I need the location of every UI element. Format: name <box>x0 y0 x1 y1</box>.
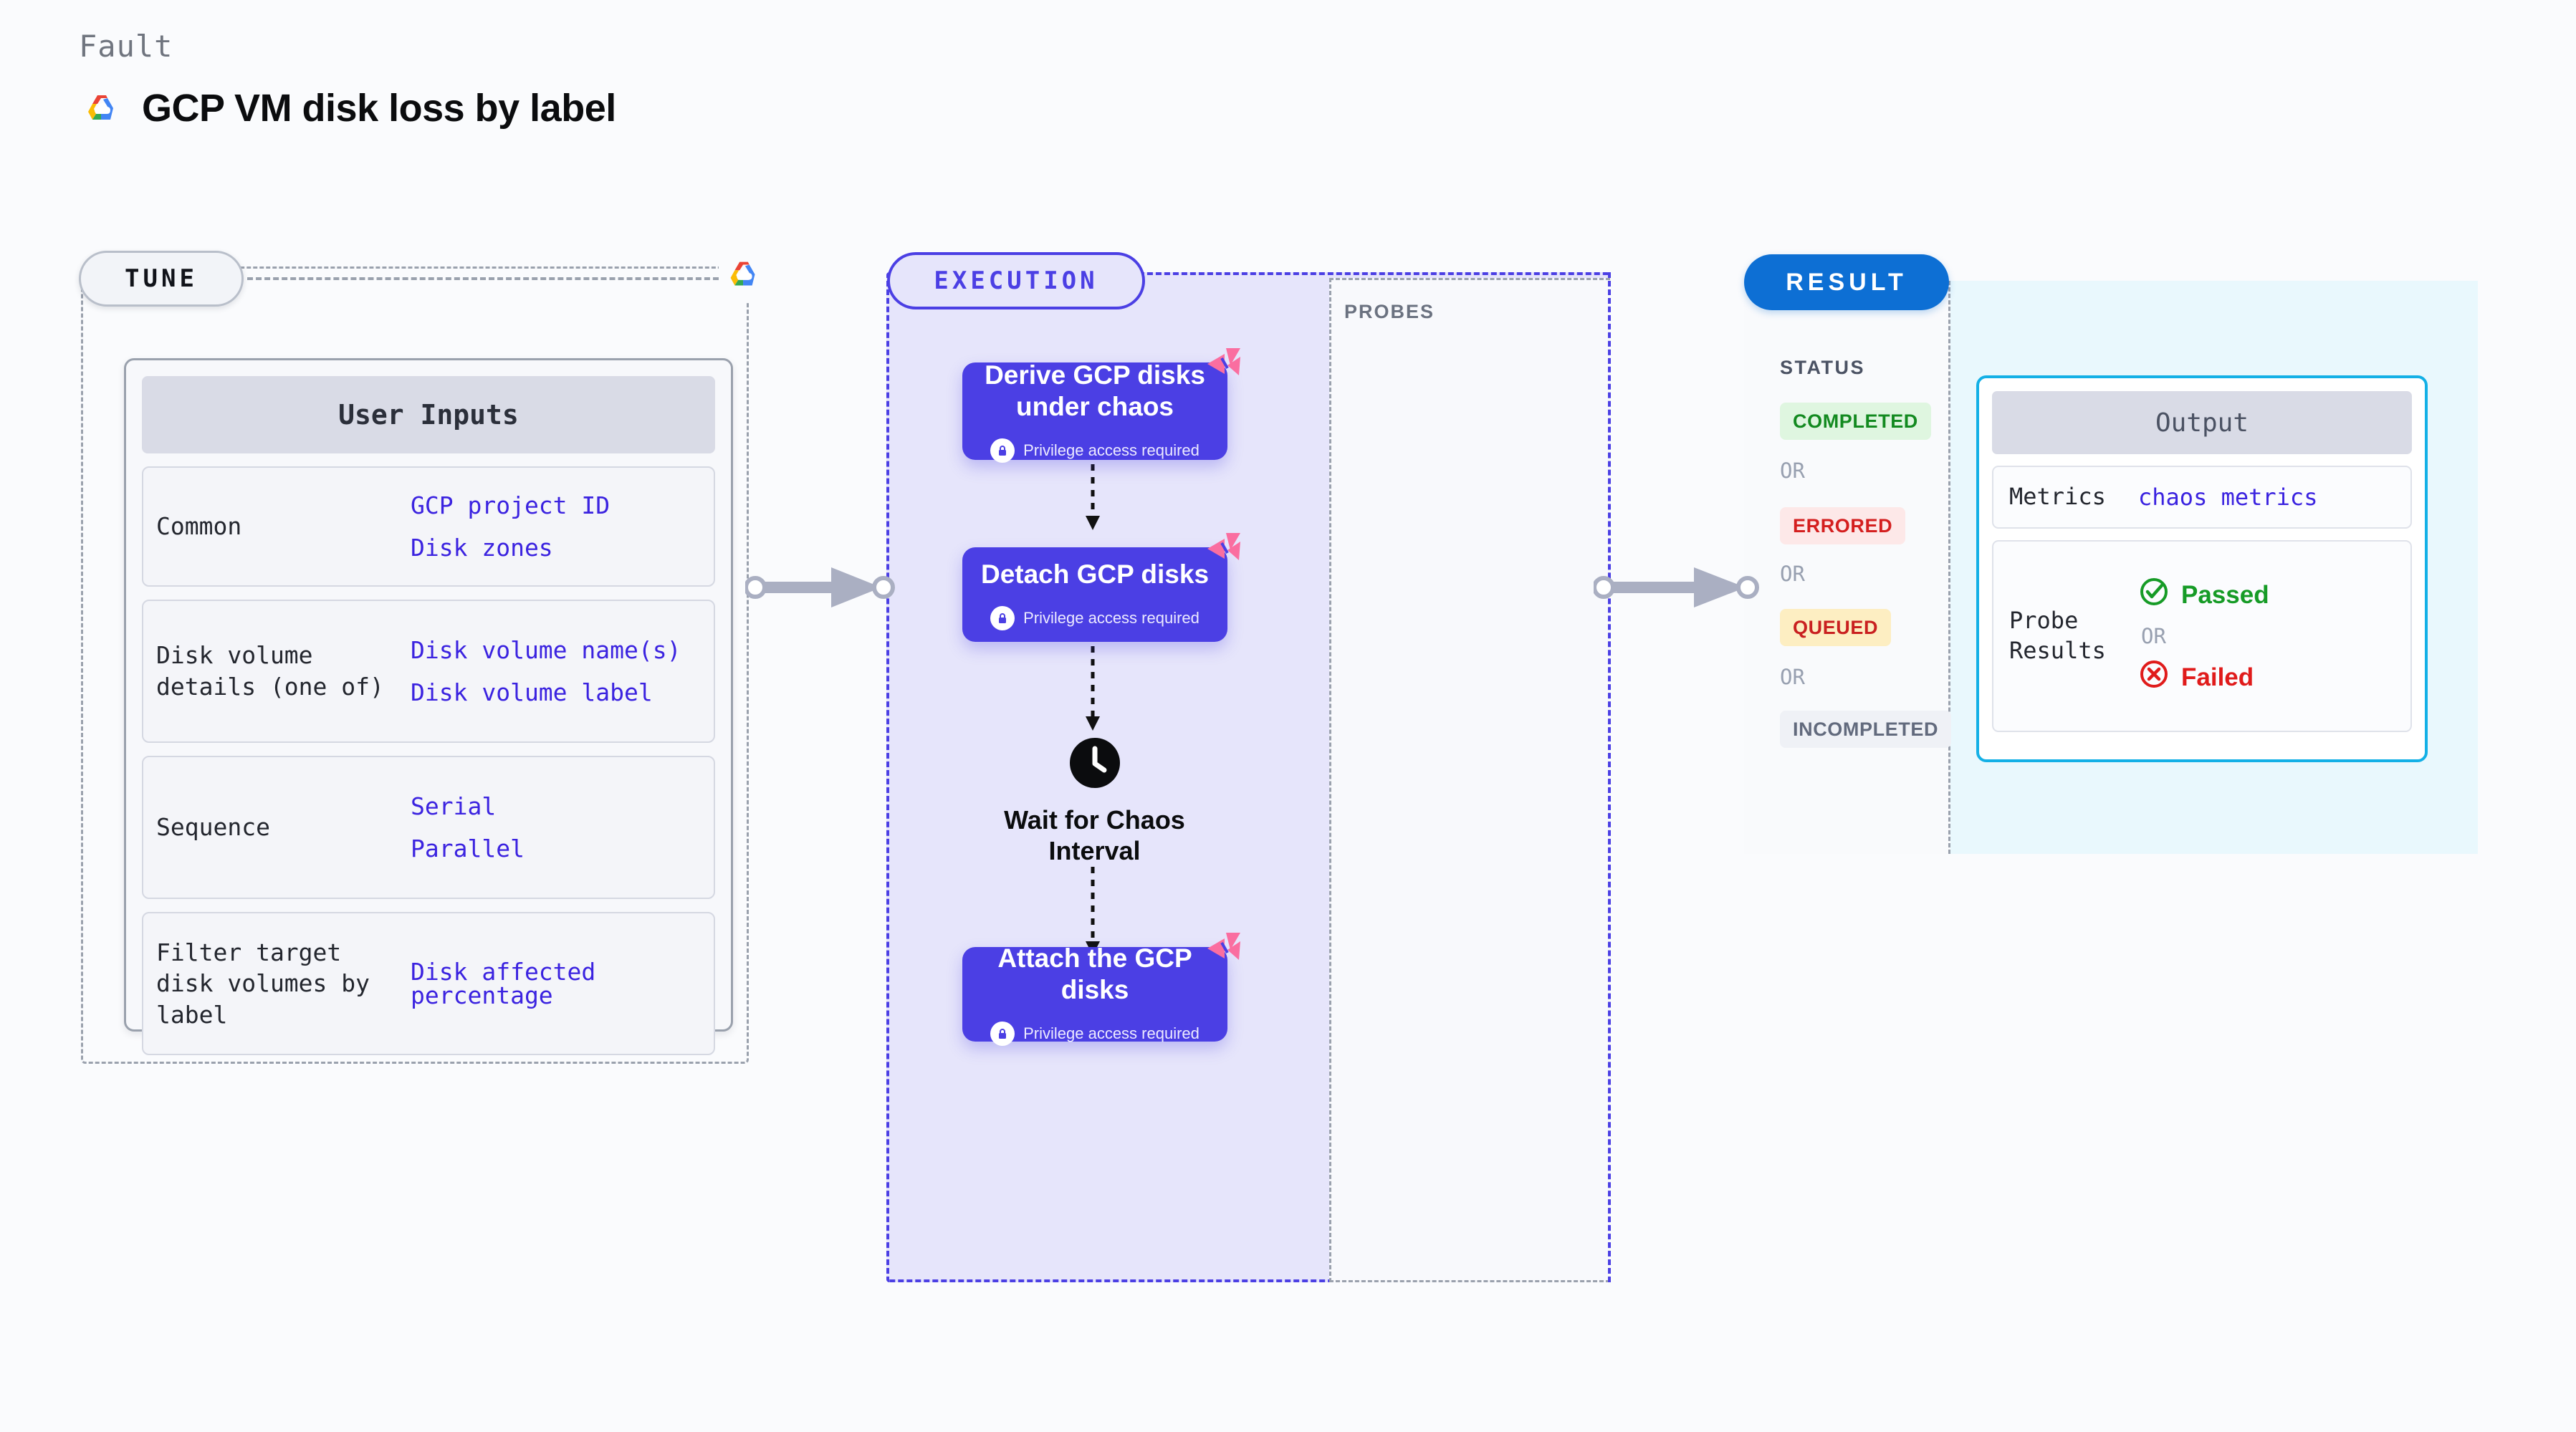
privilege-note-text: Privilege access required <box>1023 608 1200 627</box>
wait-for-chaos-interval-node: Wait for Chaos Interval <box>985 736 1204 866</box>
tune-row-label: Sequence <box>156 813 270 842</box>
status-or: OR <box>1780 562 1805 586</box>
page-header: Fault GCP VM disk loss by label <box>79 29 616 131</box>
execution-node-label: Detach GCP disks <box>980 559 1210 590</box>
lock-icon <box>990 438 1015 463</box>
google-cloud-logo-icon <box>79 85 125 131</box>
check-circle-icon <box>2138 576 2170 614</box>
output-row-label: Probe Results <box>2009 607 2106 664</box>
tune-row-values: GCP project ID Disk zones <box>411 494 610 559</box>
probe-result-values: Passed OR Failed <box>2138 576 2269 696</box>
output-row-probe-results[interactable]: Probe Results Passed OR <box>1992 540 2412 732</box>
tune-value: GCP project ID <box>411 491 611 519</box>
privilege-note: Privilege access required <box>990 605 1200 630</box>
connector-tune-to-execution <box>745 567 895 607</box>
probes-panel <box>1329 278 1610 1282</box>
execution-node-label: Attach the GCP disks <box>997 943 1192 1004</box>
output-row-metrics[interactable]: Metrics chaos metrics <box>1992 466 2412 529</box>
execution-badge[interactable]: EXECUTION <box>887 252 1145 309</box>
wait-node-label: Wait for Chaos Interval <box>1004 805 1185 866</box>
probe-result-failed: Failed <box>2138 658 2269 696</box>
tune-row-values: Disk volume name(s) Disk volume label <box>411 638 681 704</box>
tune-value: Disk affected percentage <box>411 958 596 1009</box>
execution-panel-right-edge <box>1608 272 1611 1282</box>
status-badge-queued: QUEUED <box>1780 609 1892 646</box>
output-row-value: chaos metrics <box>2138 484 2318 511</box>
execution-node-label: Derive GCP disks under chaos <box>985 360 1205 421</box>
harness-ribbon-icon <box>1203 344 1243 388</box>
output-row-label: Metrics <box>2009 483 2106 511</box>
privilege-note-text: Privilege access required <box>1023 441 1200 459</box>
page-title: GCP VM disk loss by label <box>142 87 616 130</box>
result-status-column <box>1744 281 1950 854</box>
tune-value: Serial <box>411 792 497 820</box>
probe-result-failed-label: Failed <box>2181 663 2254 691</box>
output-title: Output <box>1992 391 2412 454</box>
harness-ribbon-icon <box>1203 529 1243 572</box>
tune-google-cloud-logo-icon <box>719 249 769 303</box>
tune-panel <box>81 266 749 1064</box>
tune-row-label: Filter target disk volumes by label <box>156 938 370 1029</box>
harness-ribbon-icon <box>1203 928 1243 972</box>
tune-row[interactable]: Sequence Serial Parallel <box>142 756 715 899</box>
tune-dashed-connector <box>247 277 727 280</box>
title-row: GCP VM disk loss by label <box>79 85 616 131</box>
tune-row[interactable]: Common GCP project ID Disk zones <box>142 466 715 587</box>
status-badge-errored: ERRORED <box>1780 507 1906 544</box>
execution-node-detach[interactable]: Detach GCP disks Privilege access requir… <box>962 533 1240 642</box>
tune-value: Disk zones <box>411 534 553 562</box>
privilege-note: Privilege access required <box>990 1021 1200 1046</box>
user-inputs-title: User Inputs <box>142 376 715 453</box>
tune-row[interactable]: Filter target disk volumes by label Disk… <box>142 912 715 1055</box>
lock-icon <box>990 1021 1015 1046</box>
probe-result-or: OR <box>2141 624 2166 648</box>
clock-icon <box>1068 736 1121 793</box>
tune-row-values: Disk affected percentage <box>411 960 701 1007</box>
status-or: OR <box>1780 458 1805 483</box>
tune-row-values: Serial Parallel <box>411 794 525 860</box>
status-title: STATUS <box>1780 357 1865 378</box>
tune-row[interactable]: Disk volume details (one of) Disk volume… <box>142 600 715 743</box>
user-inputs-card: User Inputs Common GCP project ID Disk z… <box>124 358 733 1055</box>
lock-icon <box>990 605 1015 630</box>
probes-title: PROBES <box>1344 301 1435 322</box>
privilege-note: Privilege access required <box>990 438 1200 463</box>
probe-result-passed: Passed <box>2138 576 2269 614</box>
x-circle-icon <box>2138 658 2170 696</box>
result-badge[interactable]: RESULT <box>1744 254 1949 310</box>
flow-arrow <box>1086 464 1100 530</box>
output-card: Output Metrics chaos metrics Probe Resul… <box>1976 375 2428 762</box>
status-badge-completed: COMPLETED <box>1780 403 1931 440</box>
fault-kicker: Fault <box>79 29 173 64</box>
tune-value: Disk volume name(s) <box>411 636 681 664</box>
status-badge-incompleted: INCOMPLETED <box>1780 711 1952 748</box>
flow-arrow <box>1086 646 1100 731</box>
status-or: OR <box>1780 665 1805 689</box>
tune-row-label: Common <box>156 512 242 541</box>
probe-result-passed-label: Passed <box>2181 580 2269 609</box>
tune-value: Parallel <box>411 835 525 862</box>
execution-node-attach[interactable]: Attach the GCP disks Privilege access re… <box>962 933 1240 1046</box>
execution-node-derive[interactable]: Derive GCP disks under chaos Privilege a… <box>962 348 1240 463</box>
privilege-note-text: Privilege access required <box>1023 1024 1200 1042</box>
connector-execution-to-result <box>1594 567 1759 607</box>
tune-badge[interactable]: TUNE <box>79 251 244 307</box>
tune-row-label: Disk volume details (one of) <box>156 641 384 701</box>
tune-value: Disk volume label <box>411 678 653 706</box>
